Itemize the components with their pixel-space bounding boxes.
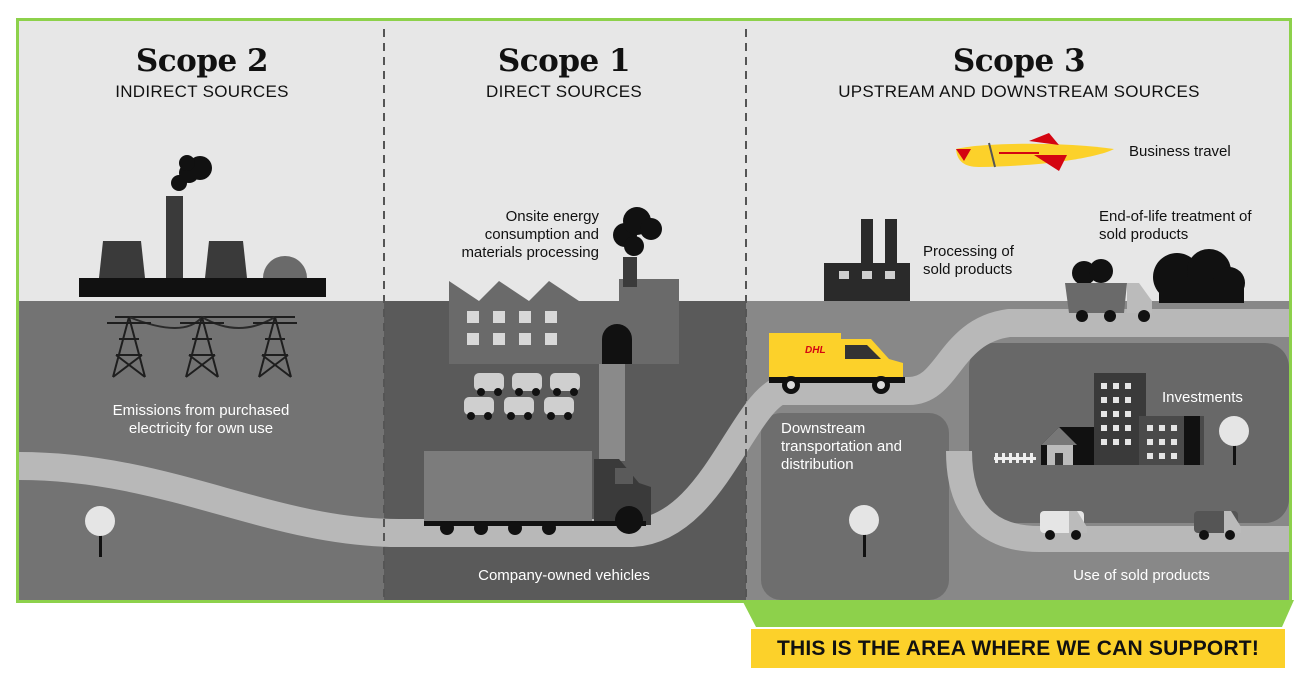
support-callout-banner: THIS IS THE AREA WHERE WE CAN SUPPORT! [751,629,1285,668]
label-end-of-life: End-of-life treatment of sold products [1099,208,1252,243]
label-investments: Investments [1162,389,1243,406]
scope2-title: Scope 2 [135,43,269,79]
factory-icon [449,207,679,364]
label-business-travel: Business travel [1129,143,1231,160]
power-plant-icon [79,155,326,297]
dhl-logo: DHL [805,345,826,356]
lot-block [761,413,949,600]
dhl-van-icon: DHL [769,333,905,394]
fleet-vans-icon [464,373,580,420]
office-building-icon [994,373,1204,465]
scope1-title: Scope 1 [497,43,631,79]
label-downstream-transport: Downstream transportation and distributi… [781,420,902,473]
scope3-title: Scope 3 [952,43,1086,79]
scope1-heading: Scope 1 DIRECT SOURCES [439,43,689,103]
scope3-subtitle: UPSTREAM AND DOWNSTREAM SOURCES [838,82,1200,101]
scope-illustration: DHL [19,21,1289,600]
label-purchased-electricity: Emissions from purchased electricity for… [112,402,290,437]
tree-icon-investments [1219,416,1249,465]
road-loop [946,450,1289,552]
label-processing: Processing of sold products [923,243,1014,278]
dhl-airplane-icon [956,133,1114,171]
road [19,309,1289,547]
product-vans-icon [1040,511,1241,540]
truck-icon [424,451,651,535]
end-of-life-truck-icon [1065,249,1245,322]
scope3-heading: Scope 3 UPSTREAM AND DOWNSTREAM SOURCES [819,43,1219,103]
label-use-of-sold-products: Use of sold products [1073,567,1210,584]
label-company-vehicles: Company-owned vehicles [478,567,650,584]
processing-factory-icon [824,219,910,301]
scope2-subtitle: INDIRECT SOURCES [115,82,289,101]
tree-icon-lot [849,505,879,557]
scope2-heading: Scope 2 INDIRECT SOURCES [77,43,327,103]
power-pylons-icon [107,315,297,378]
callout-wedge [742,600,1294,627]
ground-scope2 [19,301,384,600]
tree-icon [85,506,115,557]
label-onsite-energy: Onsite energy consumption and materials … [461,208,599,261]
scope-infographic: DHL [16,18,1292,603]
scope1-subtitle: DIRECT SOURCES [486,82,642,101]
